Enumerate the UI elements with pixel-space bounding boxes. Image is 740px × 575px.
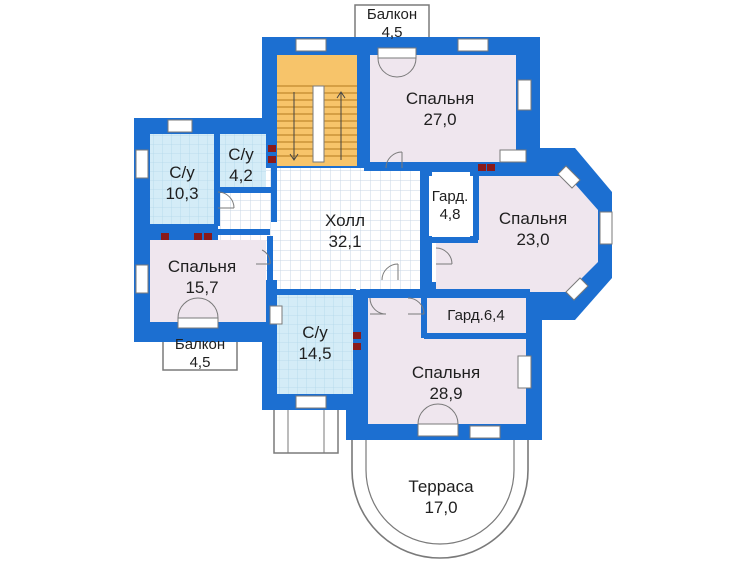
windows	[135, 38, 613, 439]
terrace	[351, 437, 529, 559]
balcony-top	[354, 4, 430, 41]
room-interiors	[150, 55, 598, 424]
porch	[273, 404, 339, 454]
interior-doors	[217, 151, 453, 315]
interior-walls	[150, 134, 530, 400]
vent-blocks	[161, 145, 495, 350]
exterior-doors	[177, 47, 459, 437]
staircase	[277, 85, 357, 163]
